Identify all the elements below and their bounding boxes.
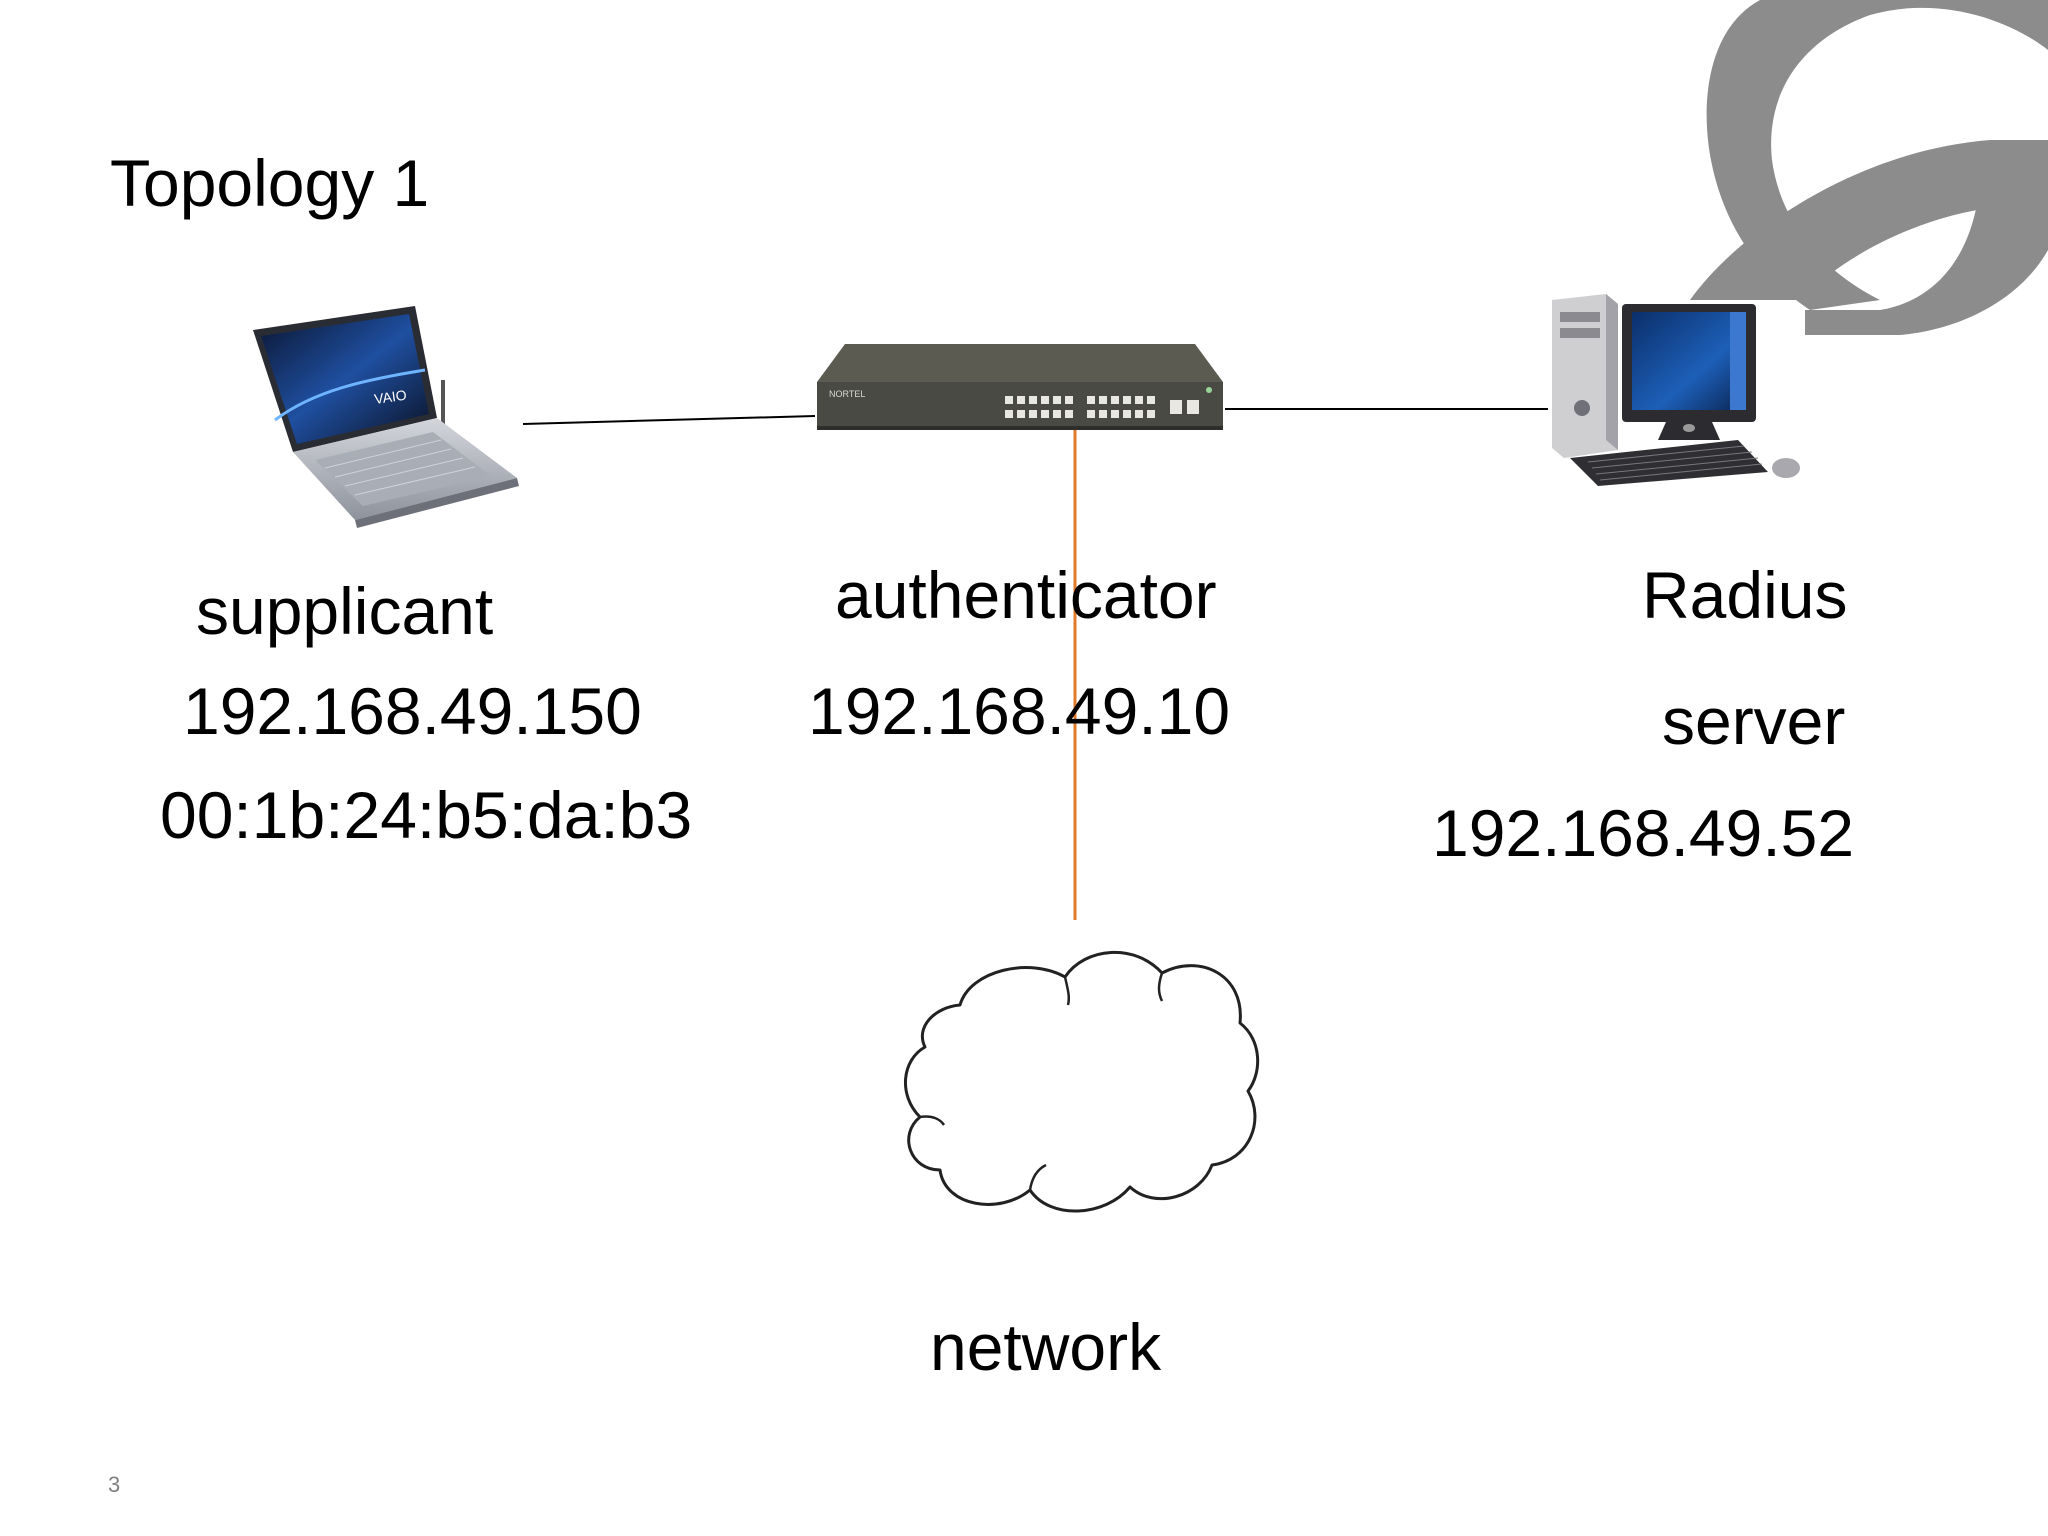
desktop-computer-icon <box>1552 294 1800 486</box>
laptop-icon: VAIO <box>253 306 519 528</box>
slide-number: 3 <box>108 1472 121 1497</box>
cloud-icon <box>904 951 1260 1213</box>
link-supplicant-authenticator <box>522 415 816 425</box>
svg-text:NORTEL: NORTEL <box>829 389 865 399</box>
slide-title: Topology 1 <box>110 146 430 220</box>
switch-icon: NORTEL <box>817 344 1223 430</box>
network-label: network <box>930 1310 1162 1384</box>
svg-text:VAIO: VAIO <box>373 387 407 407</box>
radius-label-line1: Radius <box>1642 558 1848 632</box>
radius-label-line2: server <box>1662 684 1846 758</box>
radius-ip: 192.168.49.52 <box>1432 796 1855 870</box>
authenticator-label: authenticator <box>835 558 1217 632</box>
authenticator-ip: 192.168.49.10 <box>808 674 1231 748</box>
supplicant-label: supplicant <box>196 574 494 648</box>
supplicant-mac: 00:1b:24:b5:da:b3 <box>160 778 693 852</box>
supplicant-ip: 192.168.49.150 <box>183 674 642 748</box>
